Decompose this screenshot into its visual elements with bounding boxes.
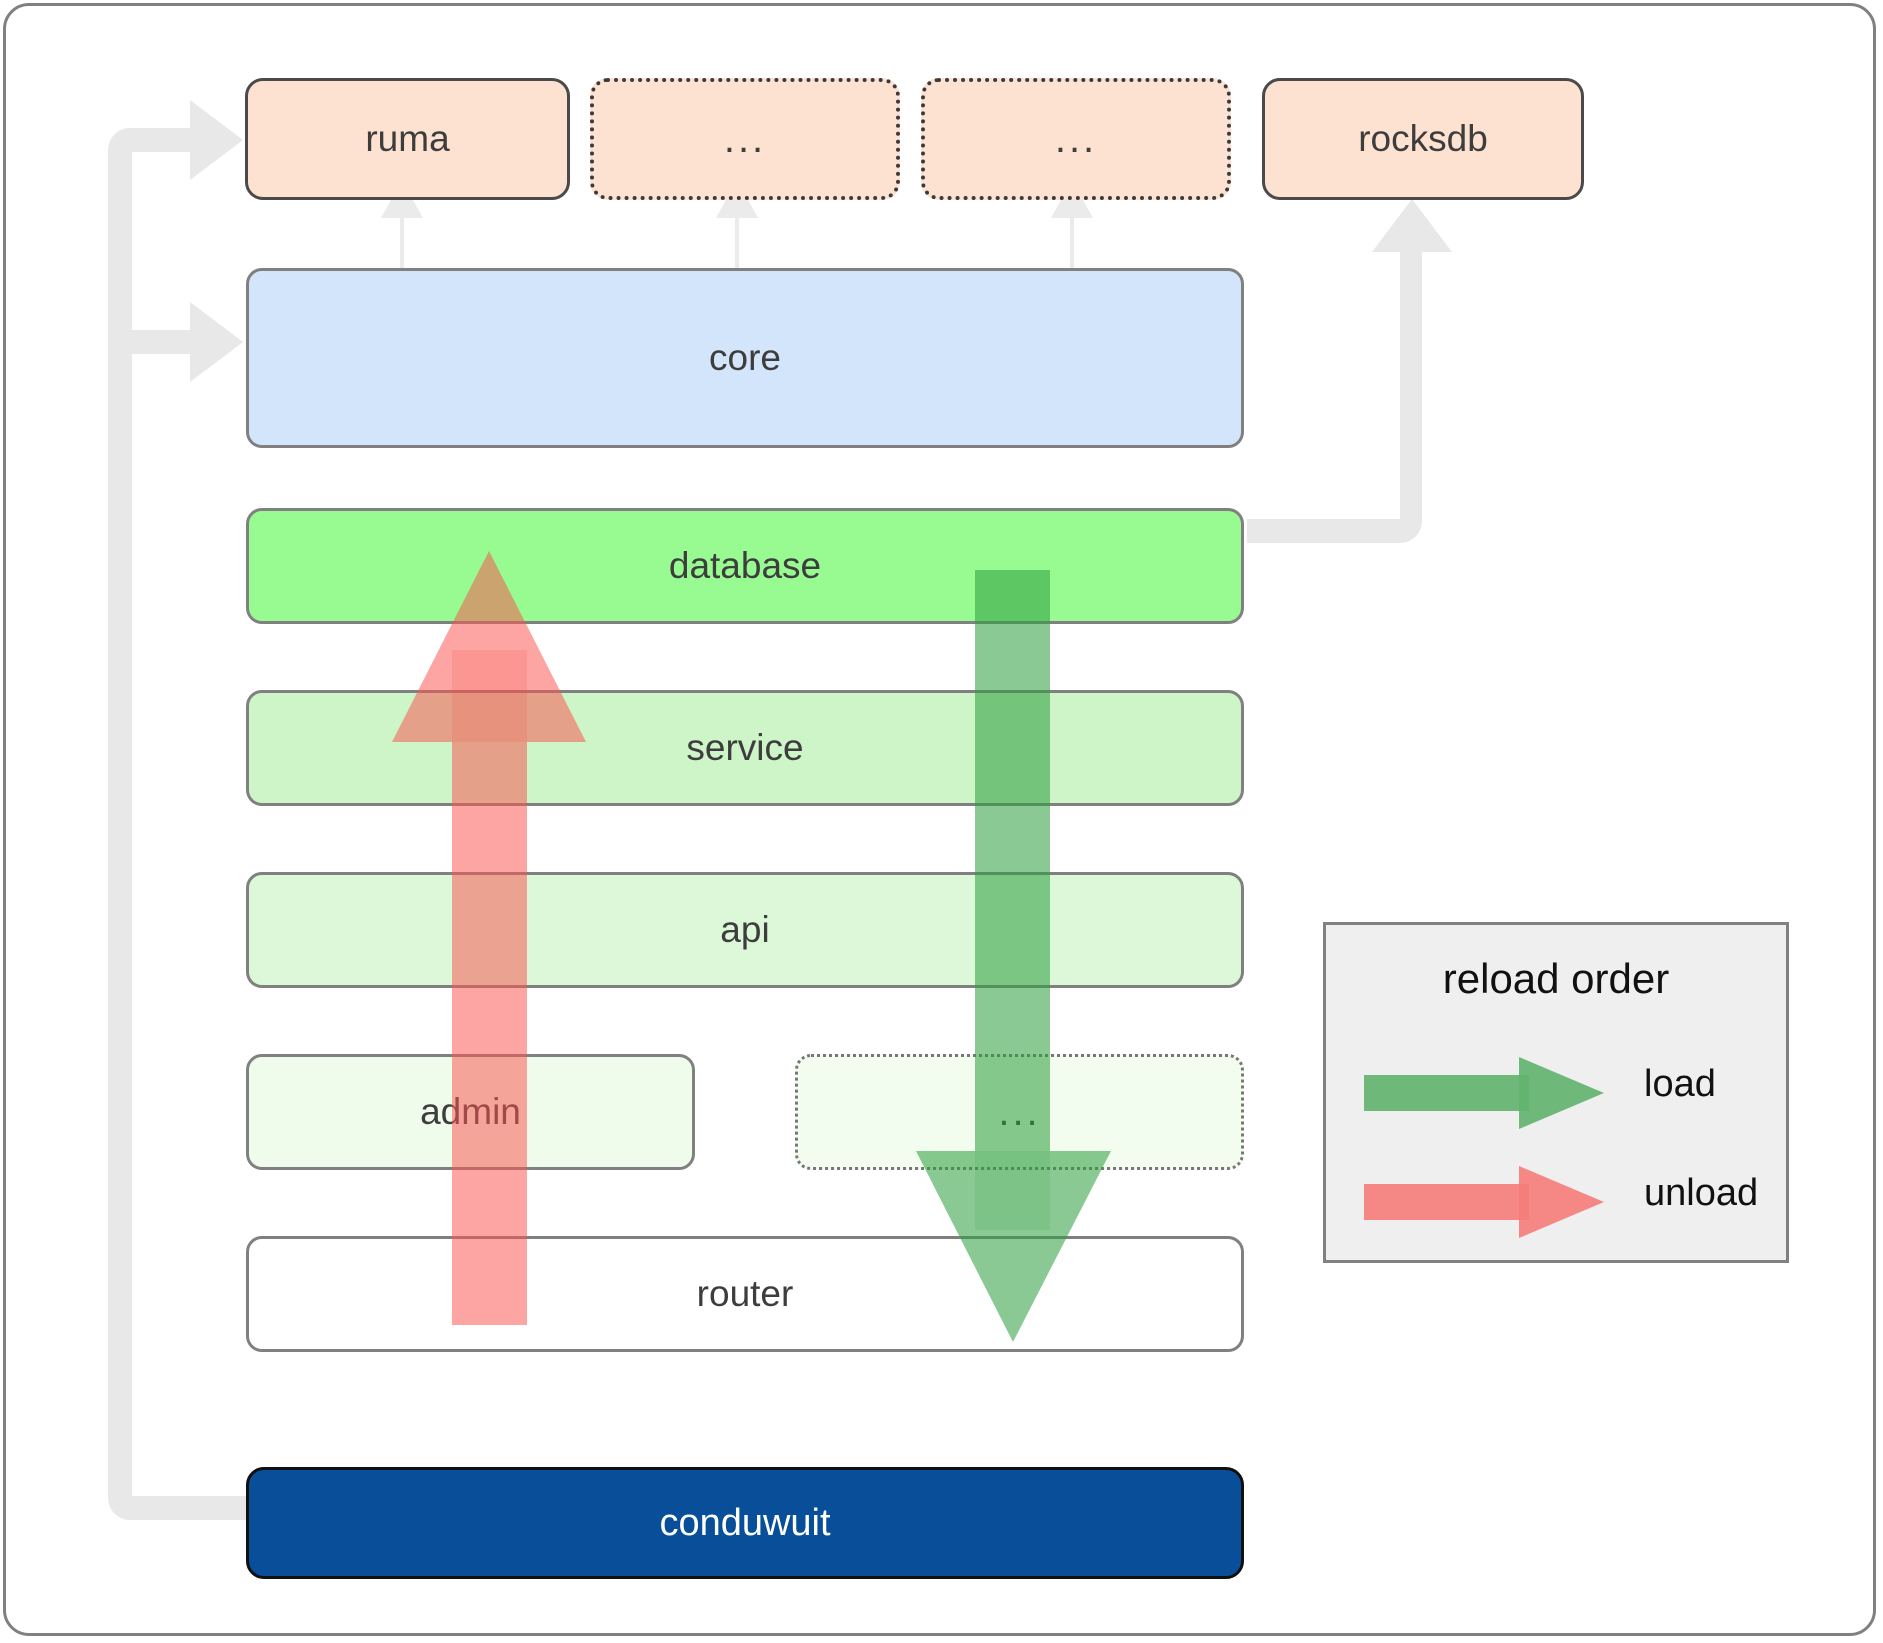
- dep-rocksdb[interactable]: rocksdb: [1262, 78, 1584, 200]
- dep-rocksdb-label: rocksdb: [1358, 118, 1488, 159]
- dep-ellipsis-2-label: ...: [1054, 117, 1098, 161]
- layer-database-label: database: [668, 545, 822, 586]
- dep-ruma[interactable]: ruma: [245, 78, 570, 200]
- binary-conduwuit[interactable]: conduwuit: [246, 1467, 1244, 1579]
- dep-ruma-label: ruma: [365, 118, 450, 159]
- core-box[interactable]: core: [246, 268, 1244, 448]
- layer-router[interactable]: router: [246, 1236, 1244, 1352]
- legend-row-unload: unload: [1326, 1162, 1786, 1242]
- layer-service-label: service: [686, 727, 804, 768]
- legend-load-label: load: [1644, 1063, 1716, 1105]
- dep-ellipsis-2[interactable]: ...: [921, 78, 1231, 200]
- layer-database[interactable]: database: [246, 508, 1244, 624]
- layer-api-label: api: [720, 909, 770, 950]
- core-label: core: [709, 337, 781, 378]
- layer-router-label: router: [696, 1273, 794, 1314]
- layer-ellipsis-label: ...: [998, 1090, 1041, 1134]
- load-legend-arrow-icon: [1364, 1057, 1604, 1129]
- layer-ellipsis[interactable]: ...: [795, 1054, 1244, 1170]
- unload-legend-arrow-icon: [1364, 1166, 1604, 1238]
- layer-admin-label: admin: [420, 1091, 521, 1132]
- legend-row-load: load: [1326, 1053, 1786, 1133]
- layer-admin[interactable]: admin: [246, 1054, 695, 1170]
- binary-conduwuit-label: conduwuit: [659, 1501, 831, 1544]
- layer-service[interactable]: service: [246, 690, 1244, 806]
- legend-unload-label: unload: [1644, 1172, 1759, 1214]
- dep-ellipsis-1-label: ...: [723, 117, 767, 161]
- dep-ellipsis-1[interactable]: ...: [590, 78, 900, 200]
- legend-title: reload order: [1442, 955, 1670, 1002]
- layer-api[interactable]: api: [246, 872, 1244, 988]
- legend-panel: reload order load unload: [1323, 922, 1789, 1263]
- diagram-frame: [3, 3, 1876, 1636]
